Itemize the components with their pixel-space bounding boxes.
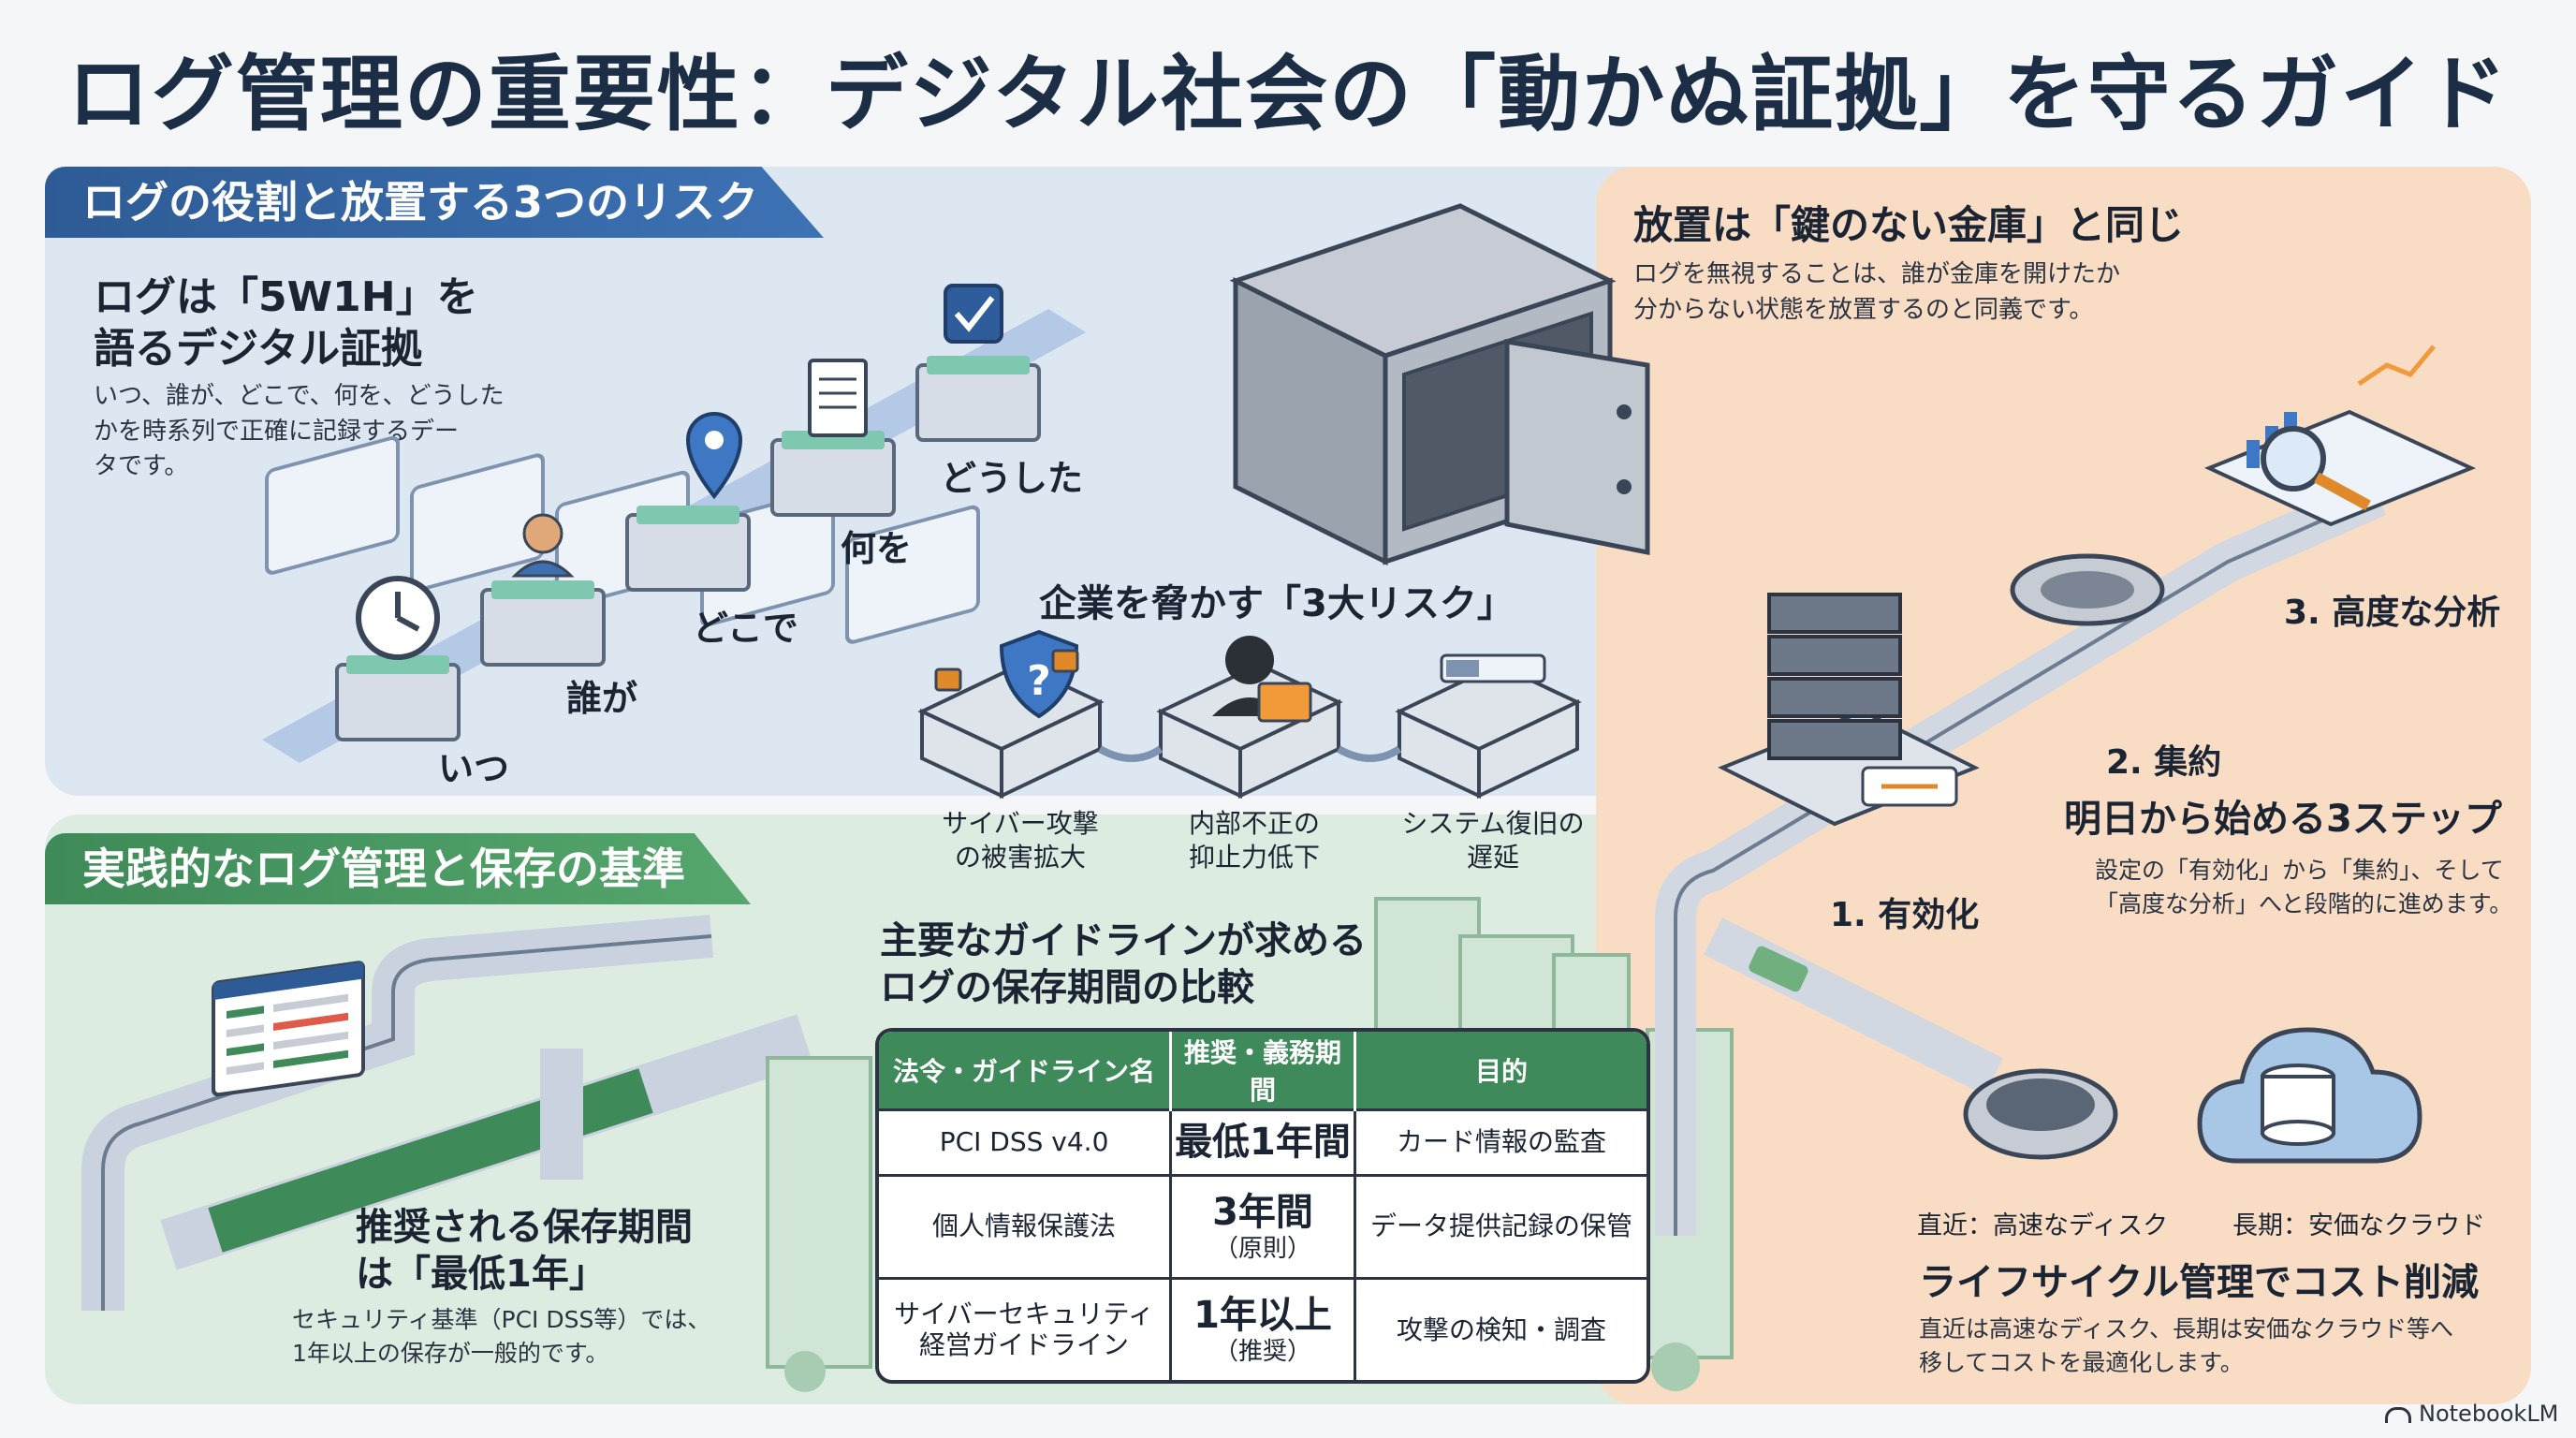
table-header-name: 法令・ガイドライン名: [879, 1032, 1173, 1110]
table-cell-period: 1年以上（推奨）: [1170, 1276, 1356, 1380]
timeline-when: いつ: [438, 748, 510, 789]
safe-description: ログを無視することは、誰が金庫を開けたか 分からない状態を放置するのと同義です。: [1633, 260, 2121, 324]
risk-cyber-attack: サイバー攻撃 の被害拡大: [942, 808, 1099, 873]
table-header-purpose: 目的: [1354, 1032, 1647, 1110]
table-row: 個人情報保護法 3年間（原則） データ提供記録の保管: [879, 1173, 1647, 1279]
5w1h-heading: ログは「5W1H」を 語るデジタル証拠: [94, 273, 478, 373]
lifecycle-heading: ライフサイクル管理でコスト削減: [1919, 1261, 2479, 1304]
lifecycle-description: 直近は高速なディスク、長期は安価なクラウド等へ 移してコストを最適化します。: [1919, 1315, 2454, 1377]
timeline-how: どうした: [941, 458, 1084, 499]
notebooklm-logo-icon: [2385, 1406, 2411, 1423]
retention-heading: 推奨される保存期間 は「最低1年」: [356, 1206, 693, 1296]
table-cell-name: PCI DSS v4.0: [879, 1108, 1173, 1176]
table-cell-purpose: カード情報の監査: [1354, 1108, 1647, 1176]
table-cell-period: 最低1年間: [1170, 1108, 1356, 1176]
risk-insider: 内部不正の 抑止力低下: [1188, 808, 1320, 873]
steps-heading: 明日から始める3ステップ: [2064, 798, 2502, 841]
lifecycle-near-label: 直近：高速なディスク: [1917, 1211, 2169, 1240]
practice-section-tag: 実践的なログ管理と保存の基準: [45, 833, 751, 904]
timeline-where: どこで: [693, 608, 798, 649]
retention-comparison-table: 法令・ガイドライン名 推奨・義務期間 目的 PCI DSS v4.0 最低1年間…: [875, 1028, 1650, 1384]
risk-section-tag: ログの役割と放置する3つのリスク: [45, 167, 825, 238]
page-title: ログ管理の重要性：デジタル社会の「動かぬ証拠」を守るガイド: [66, 46, 2510, 142]
table-row: サイバーセキュリティ 経営ガイドライン 1年以上（推奨） 攻撃の検知・調査: [879, 1276, 1647, 1380]
step-2-label: 2. 集約: [2106, 743, 2222, 782]
step-1-label: 1. 有効化: [1830, 896, 1980, 934]
step-3-label: 3. 高度な分析: [2284, 594, 2501, 632]
table-cell-period: 3年間（原則）: [1170, 1173, 1356, 1279]
table-header-period: 推奨・義務期間: [1170, 1032, 1356, 1110]
5w1h-description: いつ、誰が、どこで、何を、どうした かを時系列で正確に記録するデー タです。: [94, 382, 505, 481]
risk-recovery-delay: システム復旧の 遅延: [1401, 808, 1585, 873]
table-cell-name: サイバーセキュリティ 経営ガイドライン: [879, 1276, 1173, 1380]
table-cell-name: 個人情報保護法: [879, 1173, 1173, 1279]
table-row: PCI DSS v4.0 最低1年間 カード情報の監査: [879, 1108, 1647, 1176]
table-heading: 主要なガイドラインが求める ログの保存期間の比較: [880, 919, 1367, 1009]
brand-watermark: NotebookLM: [2385, 1401, 2558, 1427]
risks-heading: 企業を脅かす「3大リスク」: [1039, 582, 1515, 625]
retention-description: セキュリティ基準（PCI DSS等）では、 1年以上の保存が一般的です。: [292, 1306, 711, 1368]
table-cell-purpose: 攻撃の検知・調査: [1354, 1276, 1647, 1380]
timeline-what: 何を: [841, 528, 913, 569]
table-cell-purpose: データ提供記録の保管: [1354, 1173, 1647, 1279]
steps-description: 設定の「有効化」から「集約」、そして 「高度な分析」へと段階的に進めます。: [2095, 857, 2513, 918]
lifecycle-long-label: 長期：安価なクラウド: [2232, 1211, 2485, 1240]
safe-heading: 放置は「鍵のない金庫」と同じ: [1633, 202, 2185, 248]
timeline-who: 誰が: [566, 678, 638, 719]
svg-text:?: ?: [1027, 657, 1051, 705]
